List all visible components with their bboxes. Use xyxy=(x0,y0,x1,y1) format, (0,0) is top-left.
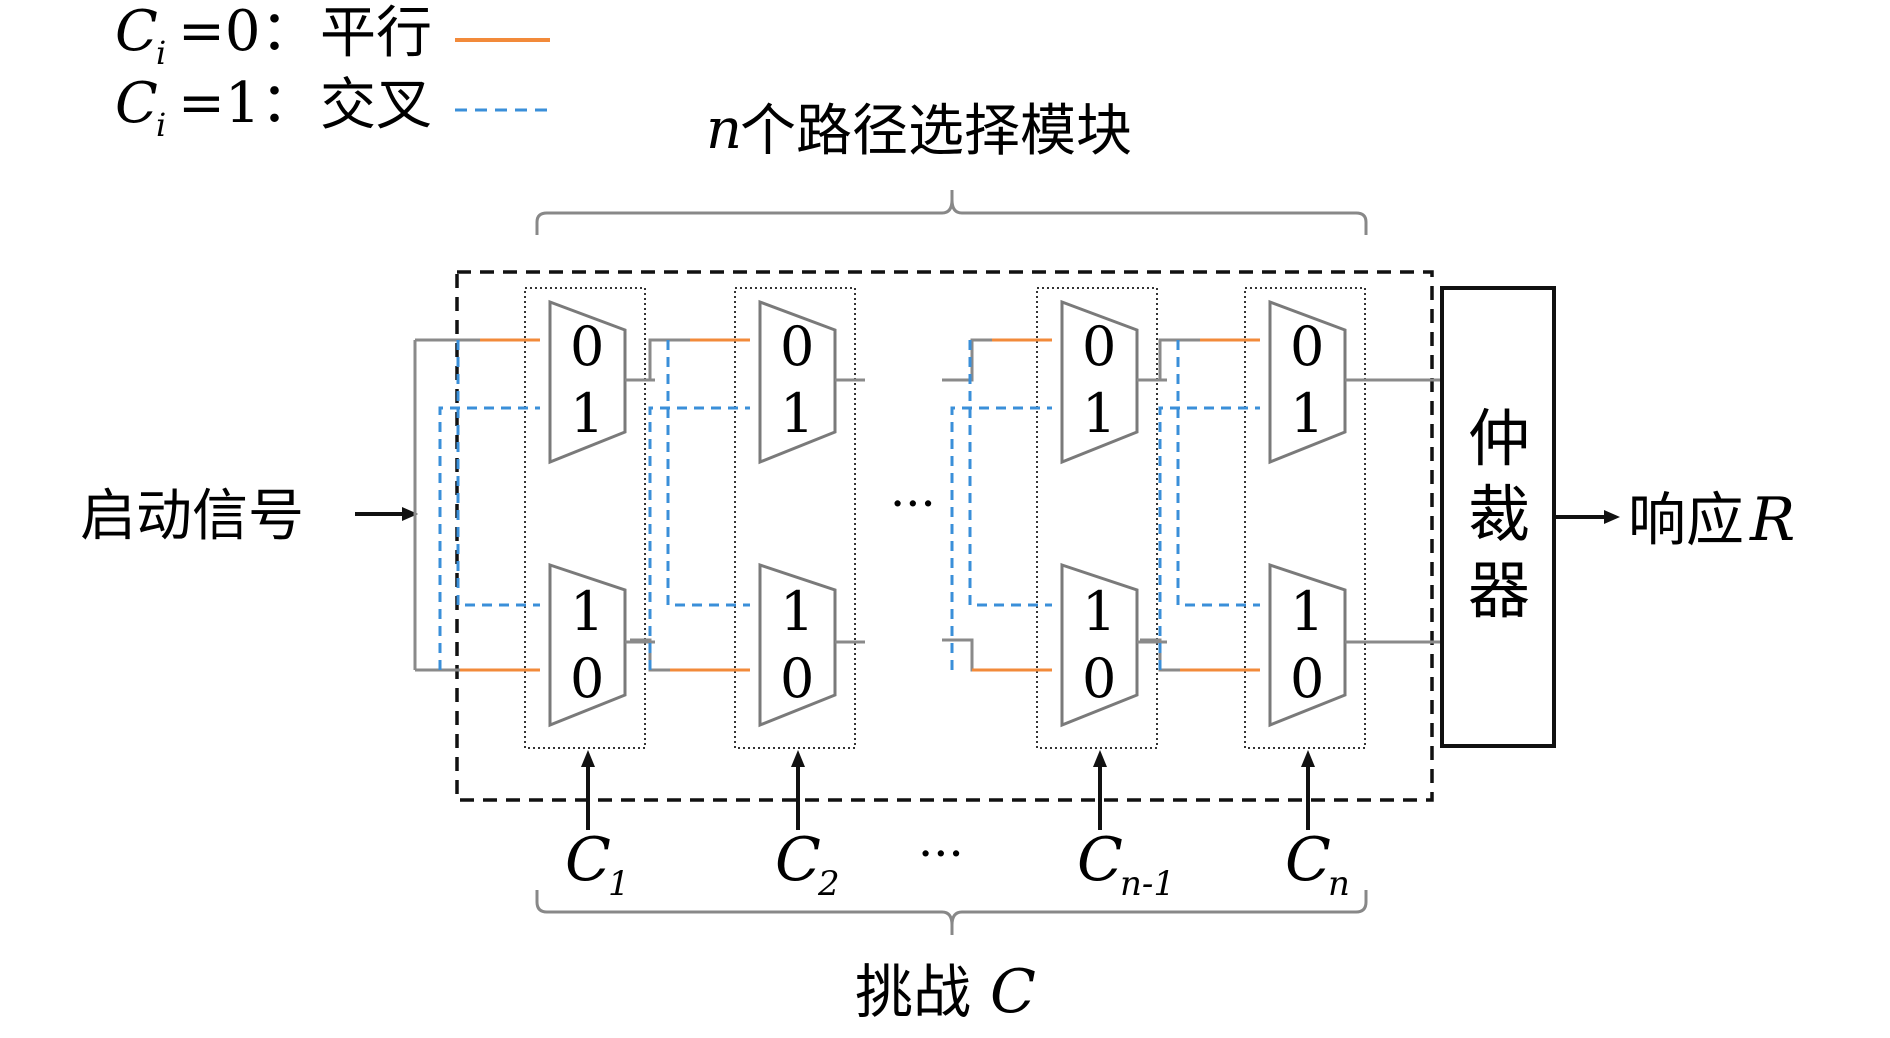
top-brace xyxy=(535,190,1368,235)
input-label: 启动信号 xyxy=(80,484,304,549)
challenge-arrow-head xyxy=(581,750,595,767)
top-jog-wire xyxy=(942,338,1052,382)
bottom-mux xyxy=(758,562,837,728)
arbiter-char-2: 裁 xyxy=(1468,478,1530,551)
bottom-mux-input-0: 0 xyxy=(1290,647,1324,710)
top-mux xyxy=(1268,299,1347,465)
challenge-arrow-head xyxy=(791,750,805,767)
bottom-jog-wire xyxy=(942,638,1052,672)
top-mux-input-1: 1 xyxy=(1290,382,1324,445)
legend-cross-rest: =1： xyxy=(178,71,317,136)
challenge-var: C xyxy=(565,825,611,895)
bottom-mux-input-1: 1 xyxy=(1082,580,1116,643)
legend: C i =0： 平行 C i =1： 交叉 xyxy=(115,0,550,144)
cross-wire-bottom-to-top xyxy=(438,406,540,670)
top-label-var: n xyxy=(706,97,742,162)
stage-ellipsis: ··· xyxy=(890,476,936,532)
top-mux-input-1: 1 xyxy=(1082,382,1116,445)
module-box xyxy=(1036,287,1158,749)
bottom-brace xyxy=(535,890,1368,935)
legend-cross-var: C xyxy=(115,71,158,136)
cross-wire-bottom-to-top xyxy=(950,406,1052,670)
challenge-sub: 2 xyxy=(817,864,840,904)
cross-wire-top-to-bottom xyxy=(456,340,540,607)
module-box xyxy=(1244,287,1366,749)
bottom-mux xyxy=(1268,562,1347,728)
module-box xyxy=(524,287,646,749)
arbiter-box xyxy=(1440,286,1556,748)
challenge-label-var: C xyxy=(990,957,1036,1027)
bottom-mux-input-1: 1 xyxy=(1290,580,1324,643)
bottom-mux xyxy=(1060,562,1139,728)
challenge-var: C xyxy=(775,825,821,895)
legend-cross-sub: i xyxy=(156,106,166,144)
output-arrow xyxy=(1554,510,1620,524)
challenge-ellipsis: ··· xyxy=(918,826,964,882)
bottom-mux-input-0: 0 xyxy=(780,647,814,710)
cross-wire-top-to-bottom xyxy=(666,340,750,607)
bottom-mux-input-1: 1 xyxy=(570,580,604,643)
legend-parallel-sub: i xyxy=(156,34,166,72)
input-arrow xyxy=(355,507,418,521)
bottom-mux xyxy=(548,562,627,728)
top-mux xyxy=(1060,299,1139,465)
bottom-jog-wire xyxy=(630,638,750,672)
output-label-var: R xyxy=(1749,485,1795,555)
top-mux-input-0: 0 xyxy=(570,315,604,378)
top-mux-input-1: 1 xyxy=(780,382,814,445)
arbiter-char-3: 器 xyxy=(1468,554,1530,627)
top-mux-input-0: 0 xyxy=(1290,315,1324,378)
cross-wire-top-to-bottom xyxy=(1176,340,1260,607)
cross-wire-bottom-to-top xyxy=(648,406,750,670)
challenge-var: C xyxy=(1285,825,1331,895)
bottom-mux-input-0: 0 xyxy=(570,647,604,710)
legend-parallel-label: 平行 xyxy=(320,1,432,66)
top-mux xyxy=(548,299,627,465)
top-mux-input-1: 1 xyxy=(570,382,604,445)
top-mux-input-0: 0 xyxy=(780,315,814,378)
challenge-label-text: 挑战 xyxy=(855,958,971,1026)
top-mux xyxy=(758,299,837,465)
cross-wire-bottom-to-top xyxy=(1158,406,1260,670)
bottom-mux-input-0: 0 xyxy=(1082,647,1116,710)
top-label-text: 个路径选择模块 xyxy=(740,99,1132,164)
legend-parallel-var: C xyxy=(115,0,158,64)
challenge-arrow-head xyxy=(1301,750,1315,767)
challenge-arrow-head xyxy=(1093,750,1107,767)
top-mux-input-0: 0 xyxy=(1082,315,1116,378)
challenge-var: C xyxy=(1077,825,1123,895)
module-box xyxy=(734,287,856,749)
challenge-sub: n xyxy=(1328,864,1350,904)
input-wiring xyxy=(413,338,495,672)
arbiter-char-1: 仲 xyxy=(1468,402,1530,475)
bottom-mux-input-1: 1 xyxy=(780,580,814,643)
top-jog-wire xyxy=(630,338,750,382)
output-label-text: 响应 xyxy=(1628,486,1744,554)
top-label: n 个路径选择模块 xyxy=(706,97,1132,164)
legend-cross-label: 交叉 xyxy=(320,73,432,138)
cross-wire-top-to-bottom xyxy=(968,340,1052,607)
challenge-sub: 1 xyxy=(608,864,630,904)
challenge-sub: n-1 xyxy=(1120,864,1175,904)
legend-parallel-rest: =0： xyxy=(178,0,317,64)
